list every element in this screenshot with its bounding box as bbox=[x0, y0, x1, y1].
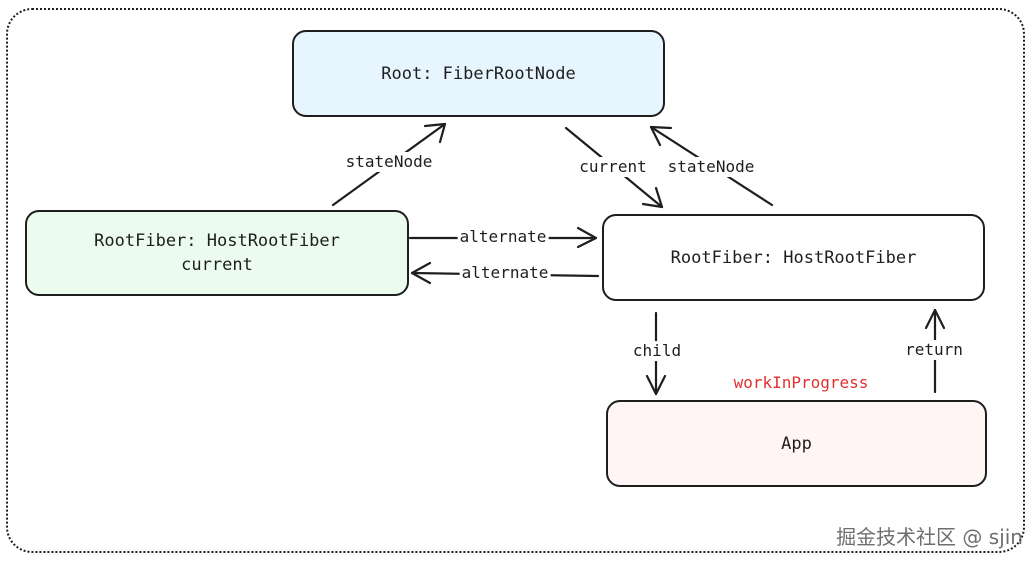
label-alternate-top: alternate bbox=[457, 227, 549, 247]
label-statenode-left: stateNode bbox=[343, 152, 435, 172]
app-node: App bbox=[606, 400, 987, 487]
diagram-frame bbox=[6, 8, 1025, 553]
edge-alternate-bottom-head bbox=[410, 261, 432, 285]
work-in-progress-annotation: workInProgress bbox=[733, 373, 869, 392]
edge-statenode-left-head bbox=[423, 122, 447, 144]
fiber-root-node: Root: FiberRootNode bbox=[292, 30, 665, 117]
edge-return-head bbox=[924, 308, 946, 330]
label-current: current bbox=[577, 157, 649, 177]
wip-host-root-fiber-node: RootFiber: HostRootFiber bbox=[602, 214, 985, 301]
edge-child-head bbox=[645, 374, 667, 396]
label-child: child bbox=[630, 341, 684, 361]
current-host-root-fiber-node: RootFiber: HostRootFiber current bbox=[25, 210, 409, 296]
app-node-label: App bbox=[781, 433, 812, 454]
edge-current-head bbox=[641, 186, 664, 209]
wip-node-label: RootFiber: HostRootFiber bbox=[670, 247, 917, 268]
current-node-label: RootFiber: HostRootFiber bbox=[94, 231, 340, 251]
label-statenode-right: stateNode bbox=[665, 157, 757, 177]
current-node-sublabel: current bbox=[181, 255, 253, 275]
fiber-root-node-label: Root: FiberRootNode bbox=[381, 63, 576, 84]
label-alternate-bottom: alternate bbox=[459, 263, 551, 283]
label-return: return bbox=[903, 340, 965, 360]
edge-statenode-right-head bbox=[649, 125, 673, 147]
edge-alternate-top-head bbox=[576, 226, 598, 249]
watermark: 掘金技术社区 @ sjin bbox=[836, 525, 1023, 549]
